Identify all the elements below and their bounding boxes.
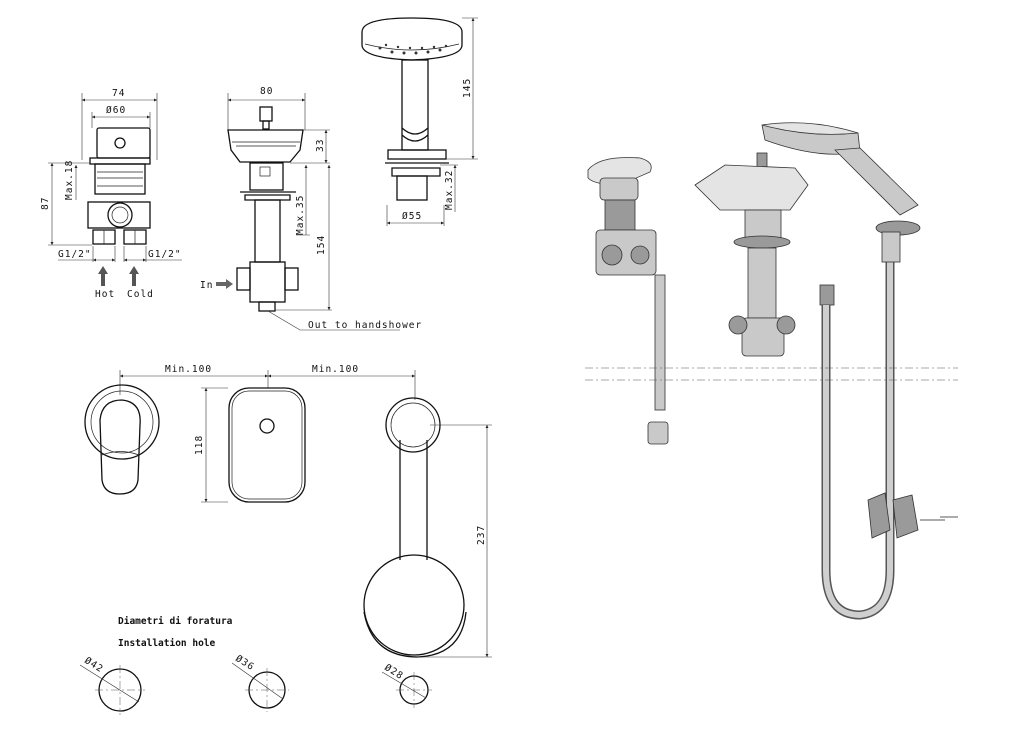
- handshower-side-view: 145 Max.32 Ø55: [361, 17, 478, 226]
- dim-max-35: Max.35: [295, 195, 306, 235]
- hole-36: Ø36: [231, 653, 289, 712]
- dim-spacing-1: Min.100: [165, 364, 212, 375]
- dim-height-145: 145: [462, 78, 473, 98]
- mixer-side-view: 74 Ø60 87 Max.18 G1/2" G1/2" Hot Cold: [40, 88, 182, 300]
- thread-left: G1/2": [58, 249, 92, 260]
- dim-length-237: 237: [476, 525, 487, 545]
- label-hot: Hot: [95, 289, 115, 300]
- dim-spacing-2: Min.100: [312, 364, 359, 375]
- dim-width-74: 74: [112, 88, 125, 99]
- diverter-side-view: 80 33 Max.35 154 In Out to handshower: [200, 86, 422, 331]
- label-cold: Cold: [127, 289, 154, 300]
- cold-arrow-icon: [129, 266, 139, 286]
- dim-head-33: 33: [315, 139, 326, 152]
- label-out-to-handshower: Out to handshower: [308, 320, 422, 331]
- svg-text:Ø36: Ø36: [233, 653, 256, 673]
- dim-max-32: Max.32: [444, 170, 455, 210]
- dim-length-154: 154: [316, 235, 327, 255]
- inlet-arrow-icon: [216, 279, 233, 289]
- installation-holes: Diametri di foratura Installation hole Ø…: [79, 616, 432, 715]
- hose-3d: [819, 240, 895, 620]
- mixer-3d: [587, 157, 669, 445]
- hot-arrow-icon: [98, 266, 108, 286]
- dim-plate-118: 118: [194, 435, 205, 455]
- diverter-3d: [694, 152, 809, 357]
- holes-title-it: Diametri di foratura: [118, 616, 233, 627]
- label-in: In: [200, 280, 213, 291]
- front-views: Min.100 Min.100 118 237: [84, 364, 492, 658]
- dim-diameter-60: Ø60: [106, 105, 126, 116]
- exploded-3d-view: [585, 122, 958, 620]
- svg-text:Ø42: Ø42: [82, 655, 105, 675]
- holes-title-en: Installation hole: [118, 638, 216, 649]
- dim-max-18: Max.18: [64, 160, 75, 200]
- dim-width-80: 80: [260, 86, 273, 97]
- dim-height-87: 87: [40, 197, 51, 210]
- thread-right: G1/2": [148, 249, 182, 260]
- dim-diameter-55: Ø55: [402, 211, 422, 222]
- handshower-3d: [761, 122, 958, 539]
- hole-28: Ø28: [381, 662, 432, 708]
- section-break-lines: [585, 367, 958, 381]
- hole-42: Ø42: [79, 655, 145, 715]
